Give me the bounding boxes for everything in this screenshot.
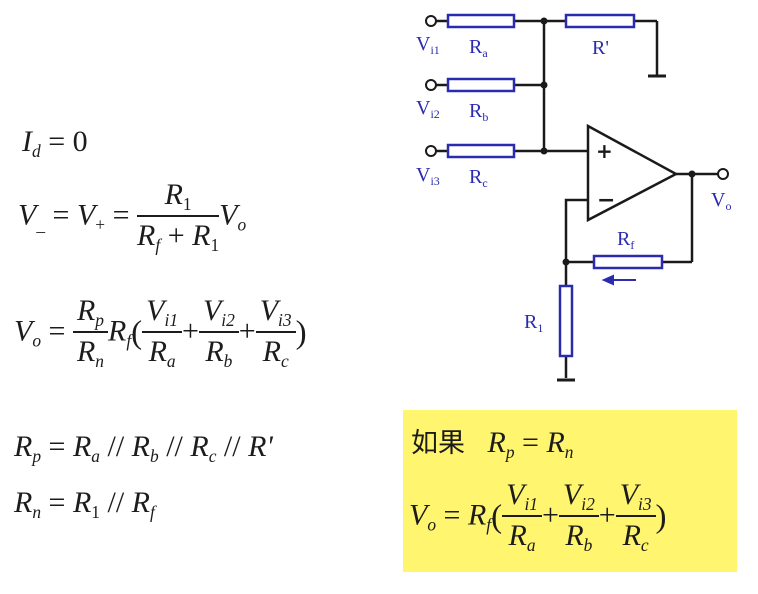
junction-dot	[540, 17, 548, 25]
inverting-sign: −	[597, 188, 615, 213]
eq3-term-1: Vi1 Ra	[142, 296, 183, 371]
label-vi3: Vi3	[416, 164, 440, 188]
noninverting-sign: +	[596, 139, 613, 163]
eq2-fraction: R1 Rf + R1	[137, 180, 220, 256]
equation-vo-general: Vo = Rp Rn Rf( Vi1 Ra + Vi2 Rb + Vi3 Rc …	[14, 294, 307, 372]
label-vo: Vo	[711, 189, 731, 213]
terminal-vi2	[425, 79, 437, 91]
eq1-rhs: = 0	[48, 125, 88, 158]
hl-term-1: Vi1 Ra	[502, 480, 542, 555]
eq2-vminus: V	[18, 198, 37, 232]
equation-id-zero: Id = 0	[22, 127, 88, 160]
eq2-vplus-sub: +	[95, 214, 106, 235]
equation-rp: Rp = Ra // Rb // Rc // R'	[14, 430, 273, 467]
resistor-rprime	[564, 13, 636, 29]
eq2-numerator: R1	[137, 180, 220, 218]
hl-term-3: Vi3 Rc	[615, 480, 656, 555]
eq2-equals-2: =	[112, 198, 130, 232]
opamp-circuit: + − Vi1 Vi2 Vi3 Ra Rb Rc R' Rf R1 Vo	[416, 13, 731, 382]
circuit-wires	[436, 19, 718, 378]
if-label: 如果	[411, 428, 465, 459]
eq3-gain-fraction: Rp Rn	[72, 296, 108, 371]
eq2-tail-sub: o	[237, 214, 247, 235]
eq1-lhs: I	[22, 125, 32, 158]
eq2-vplus: V	[76, 198, 96, 232]
label-rb: Rb	[469, 100, 488, 124]
ground-symbols	[557, 74, 666, 382]
resistor-r1	[558, 284, 574, 358]
label-rf: Rf	[617, 228, 634, 252]
equation-rn: Rn = R1 // Rf	[14, 486, 155, 523]
eq2-vminus-sub: _	[36, 214, 46, 235]
current-arrow-icon	[601, 274, 636, 286]
eq2-tail: V	[219, 198, 238, 232]
label-ra: Ra	[469, 36, 488, 60]
label-vi1: Vi1	[416, 33, 440, 57]
terminal-vi3	[425, 145, 437, 157]
hl-term-2: Vi2 Rb	[558, 480, 599, 555]
highlight-result: Vo = Rf( Vi1 Ra + Vi2 Rb + Vi3 Rc )	[409, 478, 667, 556]
eq3-term-3: Vi3 Rc	[255, 296, 296, 371]
terminal-vo	[717, 168, 729, 180]
resistor-rc	[446, 143, 516, 159]
terminals	[425, 15, 729, 180]
junction-dot	[688, 170, 696, 178]
junction-dot	[540, 81, 548, 89]
resistors	[446, 13, 664, 358]
eq1-lhs-sub: d	[32, 141, 41, 162]
terminal-vi1	[425, 15, 437, 27]
label-rc: Rc	[469, 166, 488, 190]
junction-dot	[562, 258, 570, 266]
resistor-ra	[446, 13, 516, 29]
resistor-rf	[592, 254, 664, 270]
highlight-box: 如果 Rp = Rn Vo = Rf( Vi1 Ra + Vi2 Rb + Vi…	[403, 410, 737, 572]
label-vi2: Vi2	[416, 97, 440, 121]
equation-v-minus: V_ = V+ = R1 Rf + R1 Vo	[18, 180, 246, 255]
label-rprime: R'	[592, 37, 609, 59]
eq2-equals-1: =	[52, 198, 70, 232]
highlight-condition: 如果 Rp = Rn	[411, 426, 574, 463]
eq3-term-2: Vi2 Rb	[198, 296, 239, 371]
junction-dot	[540, 147, 548, 155]
eq2-denominator: Rf + R1	[137, 219, 220, 256]
eq3-lhs: V	[14, 314, 33, 348]
label-r1: R1	[524, 311, 543, 335]
junctions	[540, 17, 696, 266]
resistor-rb	[446, 77, 516, 93]
